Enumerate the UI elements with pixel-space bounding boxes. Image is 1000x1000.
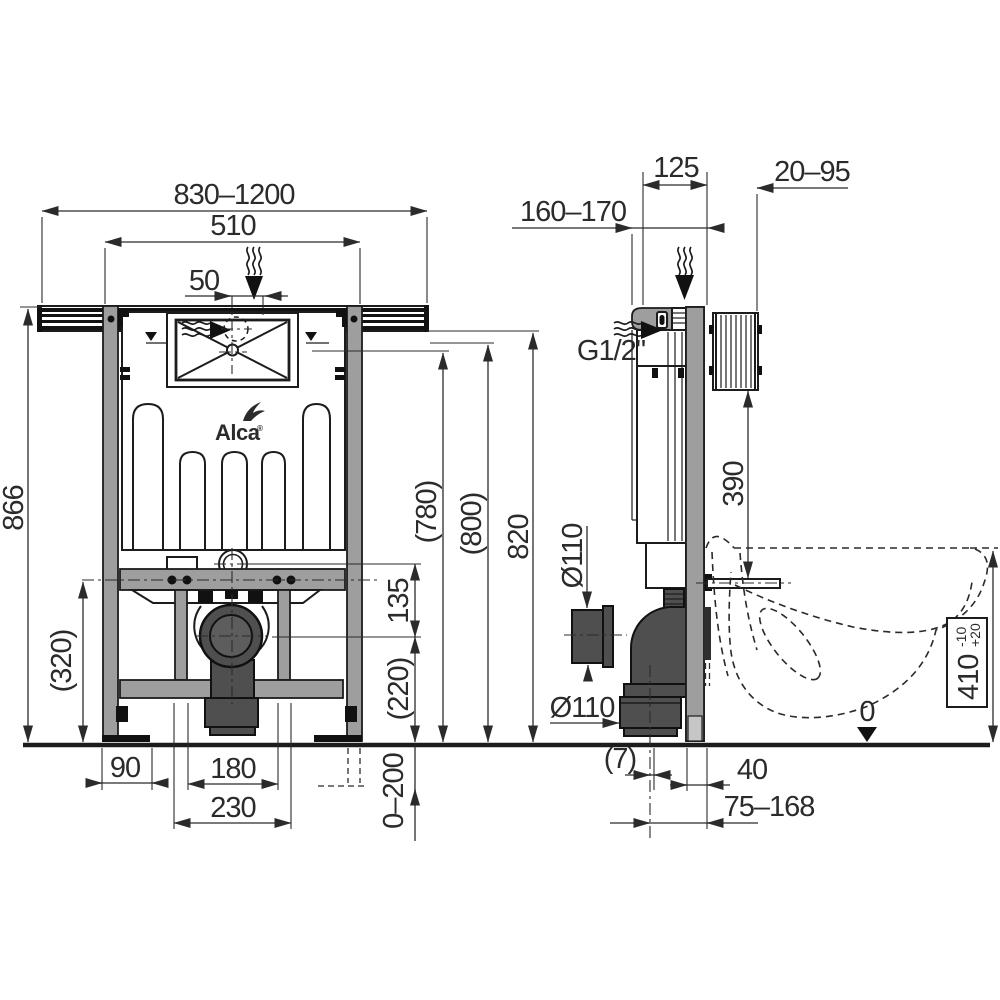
dim-rail-height: 820 [427, 330, 539, 743]
dim-crossbar-height: (320) [46, 581, 88, 743]
dim-text-bowl-tol-plus: +20 [967, 623, 983, 647]
wall-profile-front-face [685, 306, 705, 742]
logo-text: Alca [215, 420, 261, 445]
dim-height-800: (800) [430, 342, 494, 743]
dim-depth-range: 160–170 [512, 196, 725, 305]
dim-text-actuator-offset: 50 [189, 265, 219, 297]
dim-text-outlet-diameter-bottom: Ø110 [550, 692, 615, 724]
drain-elbow-side [619, 588, 701, 737]
centerlines-front [82, 296, 378, 704]
dim-text-anchor-spacing: 230 [210, 792, 255, 824]
dim-total-height: 866 [0, 306, 42, 743]
dim-drain-center-height: (220) [383, 636, 420, 743]
dim-drain-anchor-spacing: 180 [187, 703, 279, 790]
dim-total-width: 830–1200 [41, 179, 428, 303]
dim-text-total-width: 830–1200 [173, 179, 294, 211]
dim-text-module-depth: 125 [653, 152, 698, 184]
dim-text-height-780: (780) [411, 481, 443, 544]
dim-text-center-offset: (7) [604, 743, 636, 775]
dim-text-total-height: 866 [0, 485, 30, 530]
dimensions-front: 830–1200 510 50 866 (320) [0, 179, 539, 841]
dim-text-bowl-height: 410 [953, 655, 985, 700]
centerlines-side [564, 582, 791, 838]
dim-module-depth: 125 [642, 152, 708, 305]
dim-outlet-diameter-bottom: Ø110 [550, 692, 620, 728]
actuation-arrow-icon [245, 246, 263, 300]
dim-text-depth-range: 160–170 [520, 196, 626, 228]
inner-post-left [174, 589, 188, 681]
dim-anchor-spacing: 230 [173, 703, 292, 829]
wall-bracket [709, 312, 762, 391]
dim-frame-width: 510 [104, 210, 361, 304]
water-level-icon [145, 332, 329, 344]
dim-text-height-800: (800) [456, 493, 488, 556]
dim-bracket-range: 20–95 [756, 156, 851, 311]
dim-rod-height: 390 [718, 390, 753, 579]
dim-text-bracket-range: 20–95 [774, 156, 850, 188]
dim-text-floor-level: 0 [859, 696, 874, 728]
side-view [564, 246, 998, 838]
wall-profile-foot [687, 715, 703, 742]
dim-text-frame-width: 510 [210, 210, 255, 242]
dim-text-crossbar-height: (320) [46, 630, 78, 693]
dim-text-rail-height: 820 [503, 514, 535, 559]
inner-post-right [277, 589, 291, 681]
dimensions-side: 125 160–170 20–95 G1/2" 390 Ø110 [512, 152, 998, 829]
toilet-bowl-outline [705, 535, 998, 719]
dim-wall-profile-width: 40 [670, 748, 768, 829]
dim-text-foot-plate-width: 90 [110, 752, 140, 784]
dim-actuator-offset: 50 [185, 265, 288, 301]
cistern-flutes [122, 402, 345, 551]
dim-outlet-distance: 75–168 [610, 791, 815, 828]
dim-text-water-connection: G1/2" [577, 335, 646, 367]
dim-text-outlet-diameter-top: Ø110 [557, 524, 589, 589]
dim-text-flush-to-drain: 135 [383, 578, 415, 623]
brand-logo: Alca ® [215, 402, 265, 445]
actuation-arrow-side-icon [675, 246, 694, 300]
dim-text-floor-adjust-range: 0–200 [378, 753, 410, 829]
spare-outlet-pipe [571, 605, 614, 668]
dim-text-outlet-distance: 75–168 [724, 791, 815, 823]
outlet-wall-plate [704, 607, 711, 660]
water-inlet-arrow-icon [613, 320, 663, 339]
registered-mark: ® [257, 424, 263, 433]
dim-floor-adjust-range: 0–200 [318, 745, 420, 841]
flush-flow-icon [181, 320, 231, 339]
front-view: Alca ® [37, 246, 429, 742]
dim-flush-to-drain: 135 [248, 563, 421, 638]
dim-bowl-height: 410 +20 -10 [946, 550, 998, 743]
dim-height-780: (780) [312, 350, 449, 743]
dim-text-drain-center-height: (220) [383, 658, 415, 721]
adjustable-feet [102, 706, 362, 742]
floor-zero-marker: 0 [857, 696, 877, 742]
dim-foot-plate-width: 90 [85, 748, 169, 790]
dim-text-wall-profile-width: 40 [737, 754, 767, 786]
dim-outlet-diameter-top: Ø110 [557, 524, 593, 682]
dim-text-drain-anchor-spacing: 180 [210, 753, 255, 785]
dim-text-bowl-tol-minus: -10 [953, 627, 969, 647]
dim-text-rod-height: 390 [718, 461, 750, 506]
dim-center-offset: (7) [604, 743, 672, 790]
bird-icon [243, 402, 265, 421]
